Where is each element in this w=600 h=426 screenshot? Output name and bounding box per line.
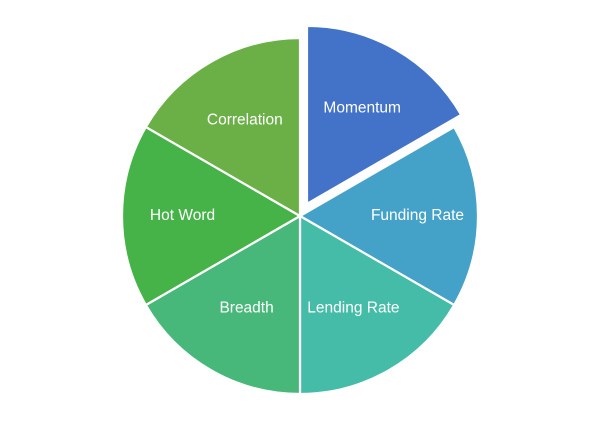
- pie-slice-label-hot-word: Hot Word: [150, 207, 215, 224]
- pie-slice-label-lending-rate: Lending Rate: [307, 300, 399, 317]
- pie-slice-label-momentum: Momentum: [323, 99, 401, 116]
- pie-slice-momentum[interactable]: [305, 24, 463, 205]
- pie-slices-group: [120, 24, 480, 396]
- pie-slice-breadth[interactable]: [144, 214, 302, 396]
- pie-slice-lending-rate[interactable]: [298, 214, 456, 396]
- pie-slice-label-correlation: Correlation: [207, 112, 283, 129]
- pie-slice-label-funding-rate: Funding Rate: [371, 207, 464, 224]
- pie-slice-label-breadth: Breadth: [219, 300, 273, 317]
- pie-slice-hot-word[interactable]: [120, 125, 302, 307]
- pie-slice-funding-rate[interactable]: [298, 125, 480, 307]
- pie-slice-correlation[interactable]: [144, 36, 302, 218]
